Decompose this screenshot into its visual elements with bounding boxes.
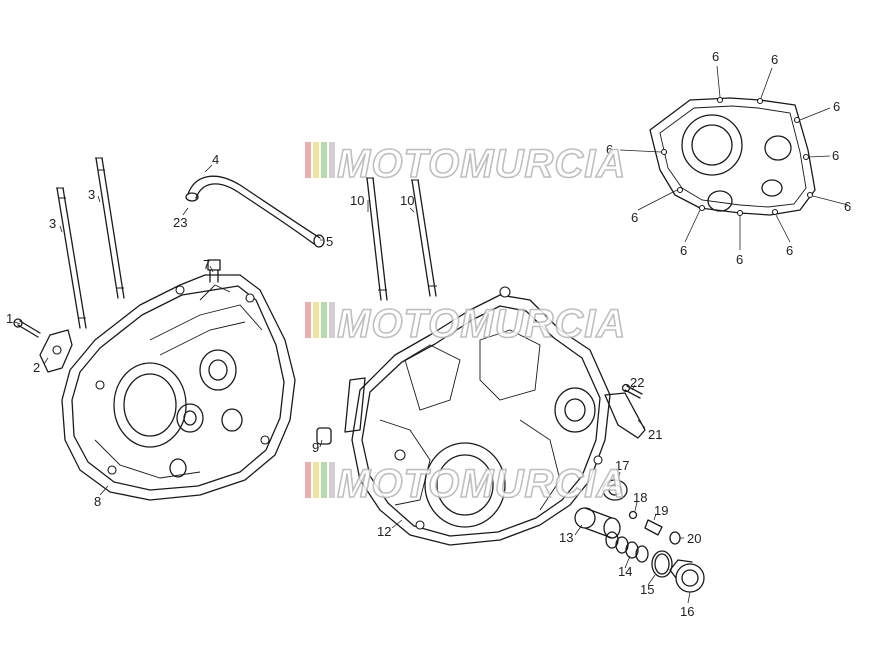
callout-8: 8 [94,494,101,509]
callout-23: 23 [173,215,187,230]
bolt-1 [13,318,41,338]
clamp-5 [313,234,325,248]
bracket-21 [604,392,646,439]
washer-18 [628,510,638,520]
callout-15: 15 [640,582,654,597]
watermark: MOTOMURCIA MOTOMURCIA MOTOMURCIA [305,141,626,507]
watermark-bottom: MOTOMURCIA [305,461,626,507]
callout-19: 19 [654,503,668,518]
watermark-stripe [329,302,335,338]
callout-6: 6 [832,148,839,163]
crankcase-cover-plate [649,96,816,217]
callout-labels: 1 2 3 3 4 5 6 6 6 6 6 6 6 6 6 6 7 8 9 10… [6,49,851,619]
callout-6: 6 [844,199,851,214]
callout-10: 10 [350,193,364,208]
watermark-stripe [313,302,319,338]
fitting-7 [207,259,221,283]
breather-hose-4 [187,175,321,245]
stud-bolt-3-right [95,157,125,299]
watermark-stripe [321,462,327,498]
callout-6: 6 [786,243,793,258]
callout-14: 14 [618,564,632,579]
watermark-top: MOTOMURCIA [305,141,626,187]
plug-19 [644,519,663,536]
callout-4: 4 [212,152,219,167]
watermark-stripe [313,142,319,178]
callout-18: 18 [633,490,647,505]
watermark-text: MOTOMURCIA [337,142,626,186]
callout-6: 6 [771,52,778,67]
clamp-23 [185,192,199,202]
oring-15 [651,550,673,578]
callout-6: 6 [631,210,638,225]
callout-5: 5 [326,234,333,249]
callout-3: 3 [88,187,95,202]
washer-20 [669,531,681,545]
callout-2: 2 [33,360,40,375]
bearing-17 [602,479,628,501]
callout-12: 12 [377,524,391,539]
watermark-stripe [321,302,327,338]
spring-14 [605,531,649,563]
callout-6: 6 [680,243,687,258]
right-crankcase-half [344,286,611,546]
stud-bolt-10-right [411,179,437,297]
callout-10: 10 [400,193,414,208]
callout-9: 9 [312,440,319,455]
watermark-text: MOTOMURCIA [337,462,626,506]
callout-20: 20 [687,531,701,546]
watermark-stripe [313,462,319,498]
watermark-stripe [305,462,311,498]
callout-16: 16 [680,604,694,619]
watermark-stripe [329,462,335,498]
dowel-pin-9 [316,427,332,445]
callout-21: 21 [648,427,662,442]
watermark-stripe [305,142,311,178]
bolt-22 [621,383,643,399]
left-crankcase-half [61,274,296,501]
callout-6: 6 [833,99,840,114]
watermark-stripe [305,302,311,338]
callout-22: 22 [630,375,644,390]
watermark-stripe [321,142,327,178]
watermark-middle: MOTOMURCIA [305,301,626,347]
drain-plug-16 [669,559,705,593]
callout-7: 7 [203,257,210,272]
callout-1: 1 [6,311,13,326]
callout-6: 6 [712,49,719,64]
callout-6: 6 [606,142,613,157]
stud-bolt-10-left [366,177,388,301]
stud-bolt-3-left [56,187,87,329]
filter-screen-13 [574,507,621,539]
bracket-2 [39,329,73,373]
callout-6: 6 [736,252,743,267]
leader-lines [14,65,849,604]
callout-3: 3 [49,216,56,231]
watermark-text: MOTOMURCIA [337,302,626,346]
callout-13: 13 [559,530,573,545]
watermark-stripe [329,142,335,178]
callout-17: 17 [615,458,629,473]
